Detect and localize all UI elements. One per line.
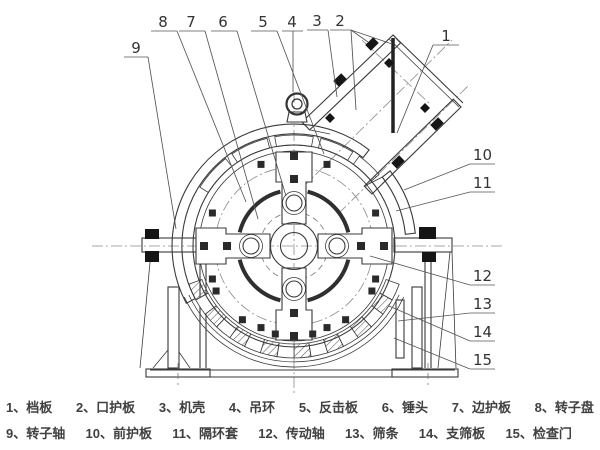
hammer-arm-top (275, 151, 313, 225)
callout-2: 2 (335, 12, 345, 30)
callout-11: 11 (473, 174, 492, 192)
legend-row-1: 1、档板 2、口护板 3、机壳 4、吊环 5、反击板 6、锤头 7、边护板 8、… (0, 401, 600, 414)
legend-item: 2、口护板 (75, 400, 136, 415)
callout-6: 6 (218, 13, 228, 31)
support-stand (139, 251, 459, 385)
legend-item: 15、检查门 (505, 426, 572, 441)
callout-12: 12 (473, 267, 492, 285)
legend-item: 13、筛条 (344, 426, 399, 441)
lifting-ring (285, 92, 309, 123)
screen-bolts (212, 287, 376, 338)
screen-bars (188, 278, 400, 359)
legend-item: 9、转子轴 (6, 426, 66, 441)
callout-3: 3 (312, 12, 322, 30)
legend-item: 4、吊环 (228, 400, 276, 415)
callout-leaders (124, 29, 495, 370)
legend-item: 6、锤头 (381, 400, 428, 415)
callout-1: 1 (441, 27, 451, 45)
rotor-shaft-ring (269, 221, 319, 271)
legend-item: 11、隔环套 (172, 426, 238, 441)
callout-5: 5 (258, 13, 268, 31)
legend-item: 7、边护板 (451, 400, 511, 415)
casing-shell (171, 123, 416, 305)
hopper-bolts (325, 37, 444, 169)
callout-9: 9 (131, 39, 141, 57)
callout-8: 8 (158, 13, 168, 31)
legend-item: 10、前护板 (85, 426, 152, 441)
legend-item: 3、机壳 (158, 400, 206, 415)
inspection-door (395, 299, 405, 359)
legend: 1、档板 2、口护板 3、机壳 4、吊环 5、反击板 6、锤头 7、边护板 8、… (0, 398, 600, 450)
legend-item: 14、支筛板 (418, 426, 486, 441)
callout-4: 4 (287, 13, 297, 31)
hammer-pins (239, 191, 349, 301)
legend-item: 12、传动轴 (258, 426, 325, 441)
hammer-arm-bottom (275, 267, 313, 341)
callout-15: 15 (473, 351, 492, 369)
rotor (195, 151, 393, 341)
crusher-section-diagram: 9 8 7 6 5 4 3 2 1 10 11 12 13 14 15 (92, 12, 505, 396)
legend-item: 1、档板 (6, 400, 53, 415)
callout-10: 10 (473, 146, 492, 164)
legend-item: 8、转子盘 (534, 400, 594, 415)
legend-item: 5、反击板 (298, 400, 359, 415)
callout-7: 7 (186, 13, 196, 31)
callout-14: 14 (473, 323, 492, 341)
callout-numbers: 9 8 7 6 5 4 3 2 1 10 11 12 13 14 15 (131, 12, 492, 369)
hammer-arm-right (317, 227, 393, 265)
callout-13: 13 (473, 295, 492, 313)
rotor-bolts (200, 152, 388, 340)
legend-row-2: 9、转子轴 10、前护板 11、隔环套 12、传动轴 13、筛条 14、支筛板 … (0, 427, 600, 440)
screen-support-plate (183, 294, 405, 368)
rotor-shaft (279, 231, 309, 261)
hammer-arm-left (195, 227, 271, 265)
